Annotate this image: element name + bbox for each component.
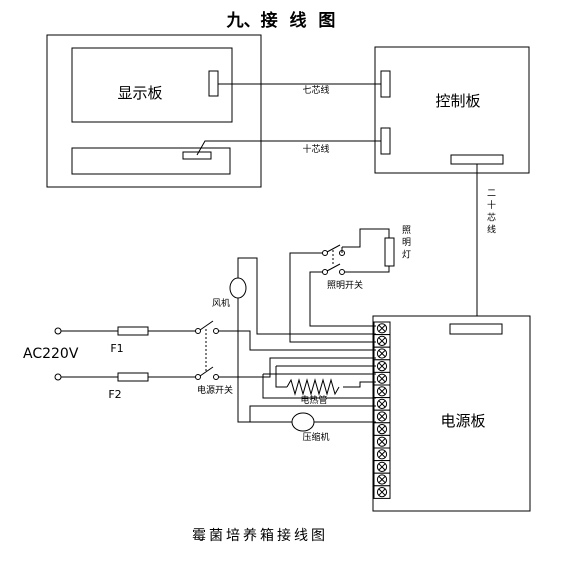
- display-board: 显示板: [46, 34, 262, 188]
- terminal: [373, 472, 391, 487]
- fan: [229, 277, 247, 299]
- control-connector-20: [450, 154, 504, 165]
- diagram-caption: 霉菌培养箱接线图: [192, 527, 328, 544]
- terminal: [373, 321, 391, 336]
- terminal: [373, 397, 391, 411]
- live-wire: [218, 330, 376, 351]
- control-connector-7: [380, 70, 391, 98]
- fuse-f1-label: F1: [110, 342, 123, 355]
- supply-terminal-1: [54, 327, 62, 335]
- seven-core-cable-label: 七芯线: [302, 84, 329, 96]
- terminal: [373, 371, 391, 386]
- terminal-strip: [373, 321, 391, 499]
- compressor-return: [249, 405, 376, 423]
- light-switch-label: 照明开关: [327, 279, 363, 291]
- lamp-label: 照明灯: [402, 225, 411, 260]
- power-board-label: 电源板: [440, 412, 485, 430]
- control-board-label: 控制板: [435, 92, 480, 110]
- terminal: [373, 447, 391, 462]
- heater: [286, 378, 340, 396]
- heater-wire-2: [343, 381, 376, 388]
- power-board: 电源板: [372, 315, 531, 512]
- heater-wire-4: [262, 374, 376, 399]
- fan-label: 风机: [212, 297, 230, 309]
- terminal: [373, 409, 391, 424]
- terminal: [373, 334, 391, 348]
- ten-core-cable: [196, 140, 381, 156]
- heater-label: 电热管: [300, 394, 327, 406]
- light-wire-2: [309, 271, 376, 327]
- power-switch-label: 电源开关: [197, 384, 233, 396]
- control-connector-10: [380, 127, 391, 155]
- compressor: [291, 412, 315, 432]
- lamp-wire-top: [342, 228, 390, 248]
- light-wire-1: [289, 252, 376, 343]
- display-board-label: 显示板: [117, 84, 162, 102]
- terminal: [373, 384, 391, 399]
- terminal: [373, 346, 391, 361]
- fuse-f2: [117, 372, 149, 382]
- terminal: [373, 359, 391, 373]
- power-connector-20: [449, 323, 503, 335]
- heater-wire-1: [275, 366, 287, 388]
- light-switch: [322, 244, 345, 275]
- control-board: 控制板: [374, 46, 530, 174]
- supply-voltage-label: AC220V: [23, 346, 79, 362]
- terminal: [373, 485, 391, 499]
- fuse-f2-label: F2: [108, 388, 121, 401]
- lamp: [384, 237, 395, 267]
- twenty-core-cable-label: 二十芯线: [487, 189, 496, 235]
- fan-wire-1: [237, 257, 376, 335]
- page-title: 九、接 线 图: [226, 10, 336, 31]
- compressor-label: 压缩机: [302, 431, 329, 443]
- ten-core-cable-label: 十芯线: [302, 143, 329, 155]
- supply-terminal-2: [54, 373, 62, 381]
- power-switch: [195, 320, 219, 380]
- lamp-wire-bottom: [345, 266, 390, 273]
- neutral-wire: [218, 357, 376, 378]
- terminal: [373, 434, 391, 449]
- display-connector-10: [182, 151, 212, 160]
- terminal: [373, 422, 391, 436]
- fuse-f1: [117, 326, 149, 336]
- display-connector-7: [208, 70, 219, 97]
- terminal: [373, 460, 391, 474]
